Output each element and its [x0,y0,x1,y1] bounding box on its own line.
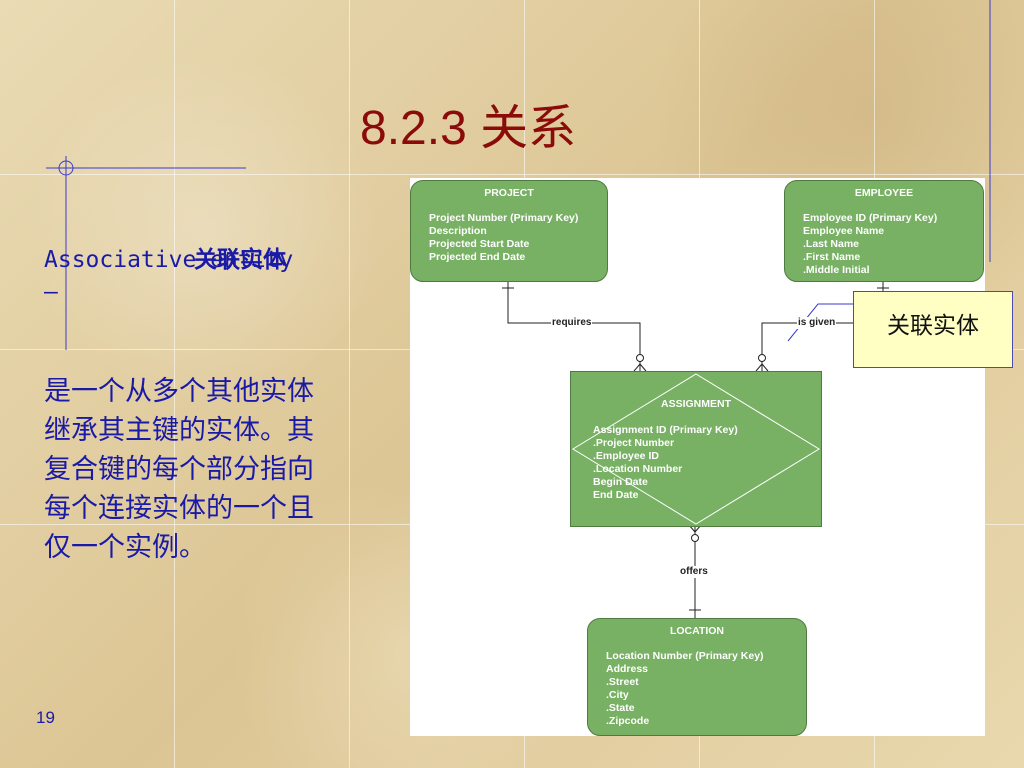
entity-attribute: Projected End Date [429,251,526,263]
term-heading: Associative entity 关联实体 – [44,244,324,308]
entity-attribute: Location Number (Primary Key) [606,650,764,662]
entity-attribute: Assignment ID (Primary Key) [593,424,738,436]
term-description: 是一个从多个其他实体继承其主键的实体。其复合键的每个部分指向每个连接实体的一个且… [44,376,314,563]
entity-attribute: Project Number (Primary Key) [429,212,579,224]
er-diagram: PROJECT Project Number (Primary Key) Des… [410,178,985,736]
entity-name: LOCATION [669,625,725,637]
callout-associative-entity: 关联实体 [853,291,1013,368]
entity-attribute: End Date [593,489,639,501]
page-number: 19 [36,708,55,727]
relationship-label-requires: requires [551,317,593,329]
entity-name: ASSIGNMENT [660,398,731,410]
associative-diamond [572,373,820,525]
entity-location: LOCATION Location Number (Primary Key) A… [587,618,807,736]
entity-attribute: Employee Name [803,225,885,237]
entity-attribute: .Project Number [593,437,675,449]
entity-attribute: .Street [606,676,639,688]
term-dash: – [44,279,58,305]
entity-attribute: .First Name [803,251,861,263]
entity-attribute: Employee ID (Primary Key) [803,212,938,224]
entity-employee: EMPLOYEE Employee ID (Primary Key) Emplo… [784,180,984,282]
entity-attribute: .Last Name [803,238,860,250]
entity-attribute: Begin Date [593,476,648,488]
term-english: Associative entity [44,247,294,273]
entity-name: EMPLOYEE [854,187,914,199]
entity-attribute: .State [606,702,635,714]
entity-attribute: .Middle Initial [803,264,870,276]
entity-attribute: .Location Number [593,463,683,475]
slide-title: 8.2.3 关系 [360,102,577,155]
relationship-label-offers: offers [679,566,709,578]
entity-project: PROJECT Project Number (Primary Key) Des… [410,180,608,282]
entity-name: PROJECT [484,187,534,199]
entity-assignment: ASSIGNMENT Assignment ID (Primary Key) .… [570,371,822,527]
entity-attribute: Address [606,663,649,675]
term-chinese: 关联实体 [194,247,286,273]
entity-attribute: .Employee ID [593,450,659,462]
relationship-label-is-given: is given [797,317,837,329]
entity-attribute: Projected Start Date [429,238,530,250]
entity-attribute: Description [429,225,487,237]
entity-attribute: .Zipcode [606,715,650,727]
entity-attribute: .City [606,689,629,701]
